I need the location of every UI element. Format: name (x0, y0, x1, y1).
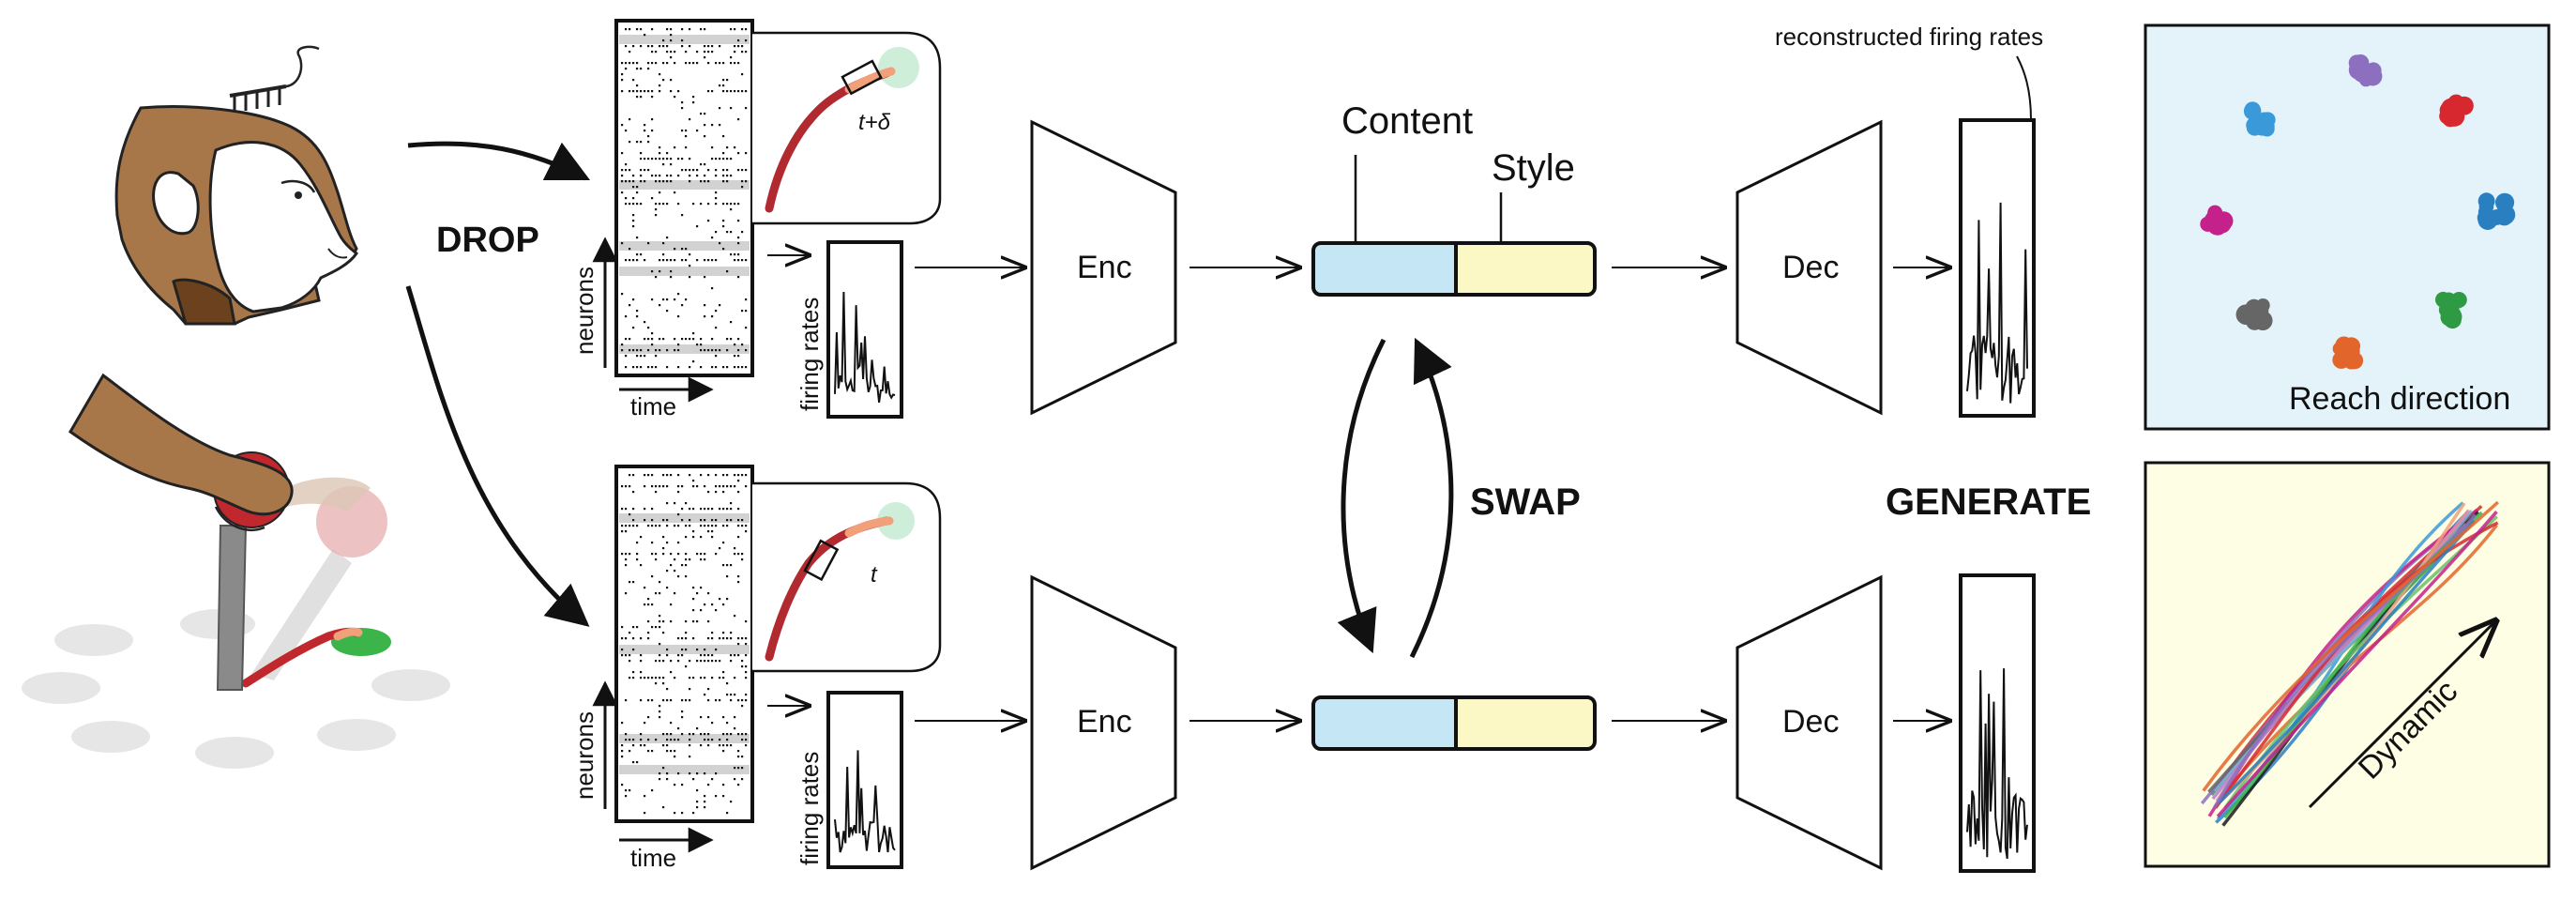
reach-direction-panel: Reach direction (2144, 23, 2551, 431)
cluster-w (2200, 205, 2234, 236)
neurons-axis-label-top: neurons (570, 267, 599, 355)
cluster-sw (2235, 298, 2273, 331)
cluster-nw (2243, 101, 2276, 137)
cluster-ne (2439, 94, 2474, 128)
generate-label: GENERATE (1886, 481, 2091, 523)
cluster-s (2332, 336, 2364, 370)
style-block-bottom (1454, 697, 1595, 749)
top-branch: neurons time t+δ firing rates (570, 19, 942, 420)
drop-label: DROP (436, 221, 539, 260)
reconstructed-trace-top (1966, 202, 2028, 404)
content-block-bottom (1313, 697, 1457, 749)
encoder-bottom: Enc (1030, 574, 1177, 871)
spike-raster-top-spikes (619, 28, 750, 369)
reach-task-illustration (22, 373, 450, 769)
spike-raster-bottom-spikes (619, 474, 750, 815)
spike-raster-top (614, 19, 754, 377)
reconstructed-rates-box-bottom (1959, 573, 2036, 873)
style-block-top (1454, 243, 1595, 295)
time-axis-label-top: time (630, 392, 676, 420)
content-block-top (1313, 243, 1457, 295)
dynamic-panel: Dynamic (2144, 461, 2551, 868)
time-offset-label: t+δ (858, 110, 891, 135)
spike-raster-bottom (614, 465, 754, 823)
neurons-axis-label-bottom: neurons (570, 711, 599, 800)
trajectory-line (2202, 500, 2499, 792)
reach-direction-clusters (2200, 53, 2516, 370)
firing-rate-trace-bottom (834, 750, 896, 853)
trajectory-line (2216, 511, 2498, 818)
monkey-head-illustration (114, 45, 358, 326)
decoder-bottom: Dec (1735, 574, 1883, 871)
encoder-label-top: Enc (1077, 250, 1132, 285)
swap-arrows (1337, 337, 1454, 659)
firing-rates-box-top (826, 240, 903, 419)
style-label: Style (1492, 147, 1575, 189)
firing-rates-label-bottom: firing rates (796, 752, 824, 865)
reconstructed-firing-rates-label: reconstructed firing rates (1775, 23, 2043, 51)
encoder-label-bottom: Enc (1077, 704, 1132, 740)
encoder-top: Enc (1030, 119, 1177, 416)
reconstructed-trace-bottom (1966, 668, 2028, 860)
swap-label: SWAP (1470, 481, 1581, 523)
bottom-branch: neurons time t firing rates (570, 465, 942, 872)
latent-bottom (1311, 695, 1597, 751)
trajectory-line (2218, 519, 2476, 804)
decoder-label-bottom: Dec (1782, 704, 1839, 740)
time-axis-label-bottom: time (630, 844, 676, 872)
firing-rate-trace-top (834, 291, 896, 404)
drop-arrows (405, 141, 591, 627)
cluster-se (2434, 291, 2467, 329)
cluster-n (2348, 53, 2383, 87)
reach-direction-label: Reach direction (2289, 381, 2510, 417)
time-label: t (871, 562, 878, 588)
decoder-label-top: Dec (1782, 250, 1839, 285)
cluster-e (2477, 192, 2516, 230)
generated-trajectories (2200, 500, 2499, 827)
content-label: Content (1341, 100, 1473, 142)
decoder-top: Dec (1735, 119, 1883, 416)
latent-top: Content Style (1311, 100, 1597, 297)
firing-rates-label-top: firing rates (796, 298, 824, 411)
